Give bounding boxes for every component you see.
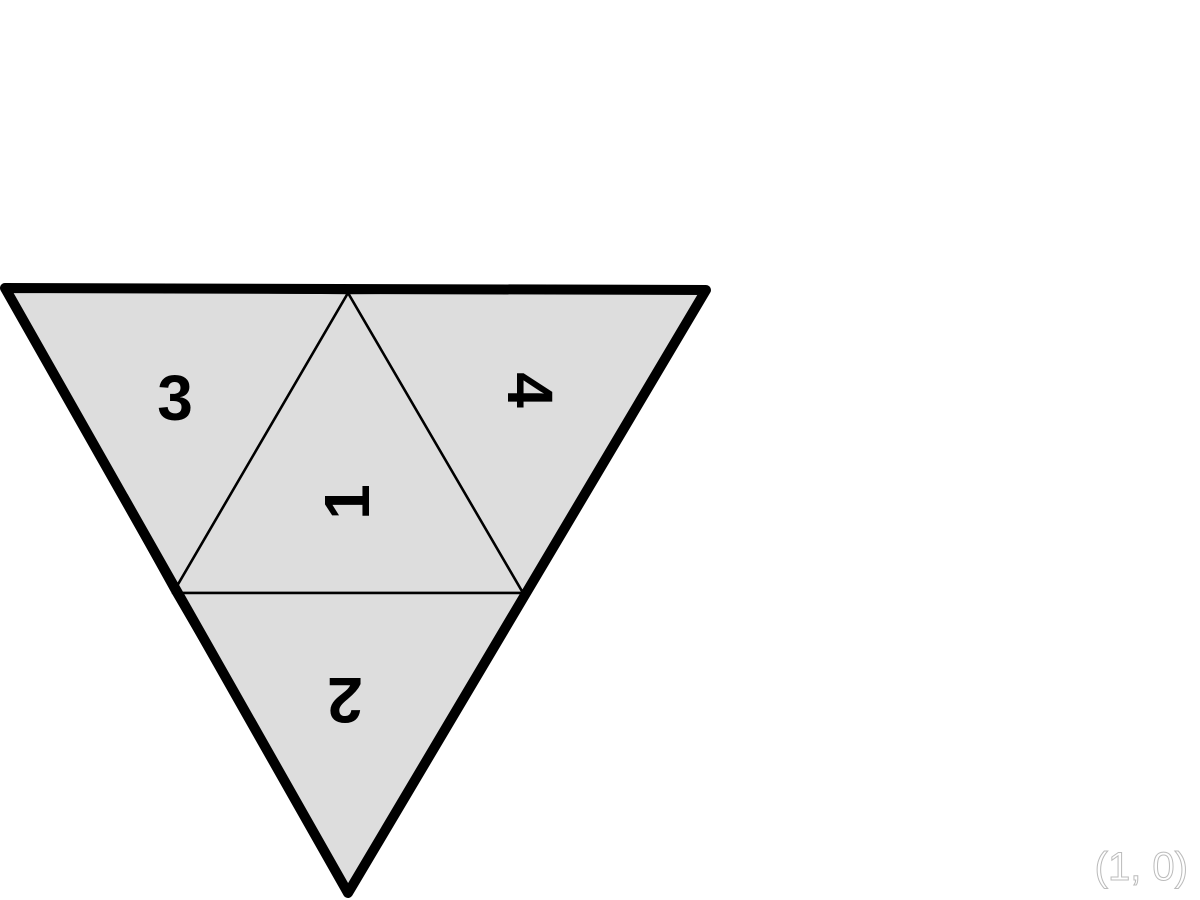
face-label-3: 3 (157, 362, 193, 434)
face-bottom (171, 591, 525, 895)
face-label-4: 4 (494, 372, 566, 408)
corner-coordinate-mark: (1, 0) (1095, 845, 1188, 889)
net-outline (0, 283, 711, 898)
face-label-1: 1 (311, 484, 383, 520)
face-label-2: 2 (327, 664, 363, 736)
